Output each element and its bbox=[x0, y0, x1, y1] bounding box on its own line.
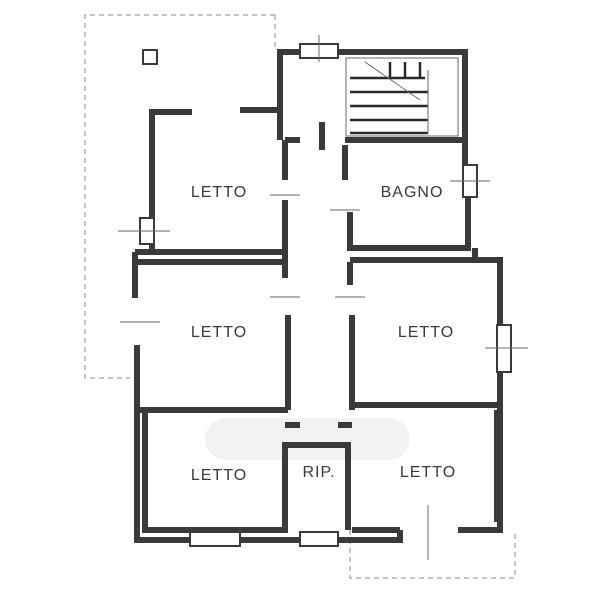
door-marks bbox=[120, 194, 429, 560]
room-label-ripostiglio: RIP. bbox=[302, 464, 335, 481]
room-label-letto-4: LETTO bbox=[191, 467, 247, 484]
room-label-letto-5: LETTO bbox=[400, 464, 456, 481]
watermark bbox=[205, 418, 410, 460]
room-label-letto-2: LETTO bbox=[191, 324, 247, 341]
walls bbox=[132, 45, 503, 543]
terrace-outline bbox=[84, 14, 516, 579]
windows bbox=[118, 35, 528, 547]
chimney-icon bbox=[142, 49, 158, 65]
room-label-bagno: BAGNO bbox=[381, 184, 444, 201]
staircase bbox=[345, 57, 459, 137]
room-label-letto-3: LETTO bbox=[398, 324, 454, 341]
room-label-letto-1: LETTO bbox=[191, 184, 247, 201]
